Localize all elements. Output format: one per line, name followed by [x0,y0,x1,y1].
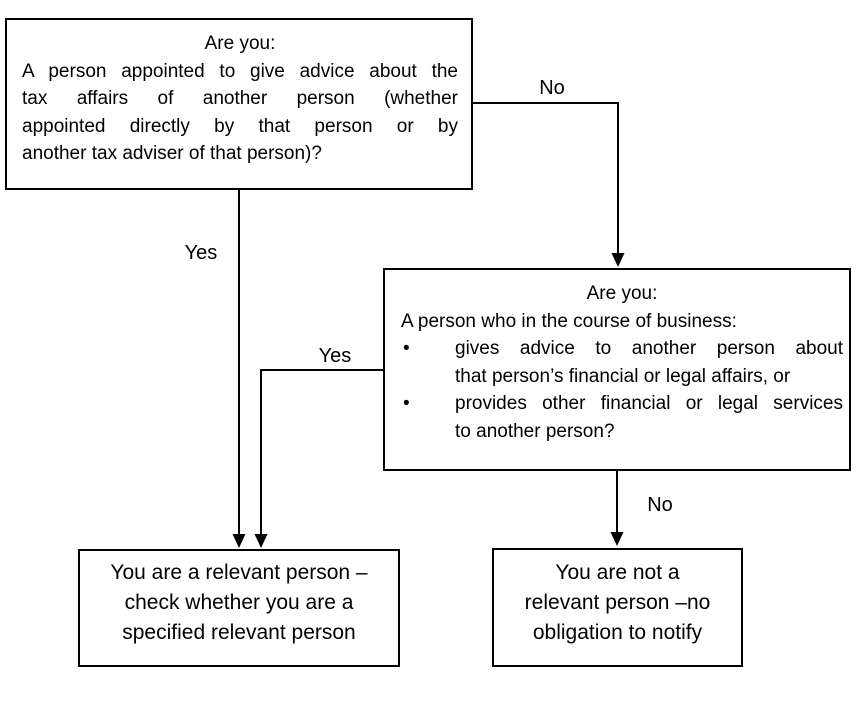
bullet-item-line: provides other financial or legal servic… [455,393,843,414]
question-box-tax-adviser-title: Are you: [204,33,276,54]
outcome-box-relevant-person: You are a relevant person – check whethe… [78,549,400,667]
question-box-course-of-business-intro: A person who in the course of business: [401,310,737,332]
outcome-relevant-line: You are a relevant person – [110,561,368,584]
outcome-not-relevant-line: obligation to notify [532,621,703,644]
question-box-tax-adviser-line: another tax adviser of that person)? [22,143,322,164]
question-box-course-of-business: Are you: A person who in the course of b… [383,268,851,471]
bullet-item-line: that person’s financial or legal affairs… [455,365,791,387]
edge-label-no-from-q1: No [536,78,568,98]
outcome-box-not-relevant-person: You are not a relevant person –no obliga… [492,548,743,667]
arrowhead-yes-from-q1 [232,534,246,548]
question-box-tax-adviser: Are you: A person appointed to give advi… [5,18,473,190]
bullet-icon: • [403,338,410,359]
arrowhead-no-from-q2 [610,532,624,546]
bullet-item-line: to another person? [455,420,615,442]
outcome-not-relevant-line: relevant person –no [524,591,711,614]
arrowhead-no-from-q1 [611,253,625,267]
edge-label-yes-from-q1: Yes [181,243,221,263]
question-box-tax-adviser-line: A person appointed to give advice about … [22,60,458,82]
connector-yes-from-q2 [260,369,383,536]
connector-no-from-q1 [473,102,619,255]
question-box-tax-adviser-line: appointed directly by that person or by [22,115,458,137]
outcome-relevant-line: check whether you are a [124,591,354,614]
bullet-item-line: gives advice to another person about [455,338,843,359]
edge-label-yes-from-q2: Yes [315,346,355,366]
bullet-icon: • [403,393,410,414]
outcome-relevant-line: specified relevant person [122,621,356,644]
outcome-not-relevant-line: You are not a [555,561,680,584]
question-box-tax-adviser-line: tax affairs of another person (whether [22,88,458,109]
edge-label-no-from-q2: No [644,495,676,515]
arrowhead-yes-from-q2 [254,534,268,548]
bullet-item-provides-services: • provides other financial or legal serv… [401,390,843,418]
question-box-course-of-business-title: Are you: [586,283,658,304]
bullet-item-gives-advice: • gives advice to another person about [401,335,843,363]
